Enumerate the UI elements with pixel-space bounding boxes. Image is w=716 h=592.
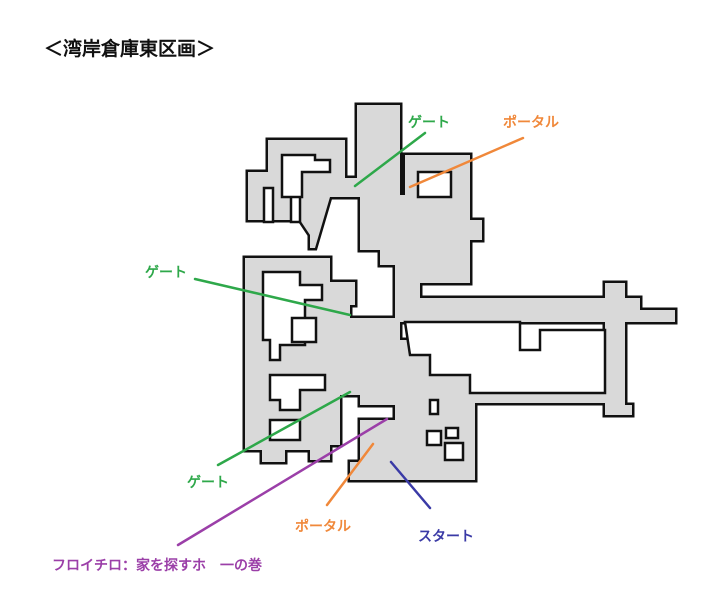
gate-left-pointer (193, 277, 352, 317)
gate-top-pointer (353, 131, 427, 188)
start-label: スタート (418, 529, 474, 545)
credit-label: フロイチロ：家を探すホ 一の巻 (52, 558, 262, 574)
start-pointer (389, 460, 432, 510)
portal-label-bottom: ポータル (295, 519, 351, 535)
map-inner-walls (261, 153, 607, 462)
portal-label-top: ポータル (503, 115, 559, 131)
gate-label-bottom: ゲート (187, 475, 229, 491)
pointer-lines (176, 131, 525, 547)
gate-label-left: ゲート (145, 265, 187, 281)
credit-pointer (176, 417, 389, 547)
gate-bottom-pointer (216, 390, 352, 467)
portal-top-pointer (408, 136, 525, 189)
map-title: ＜湾岸倉庫東区画＞ (44, 38, 216, 60)
portal-bottom-pointer (325, 442, 375, 507)
gate-label-top: ゲート (408, 115, 450, 131)
